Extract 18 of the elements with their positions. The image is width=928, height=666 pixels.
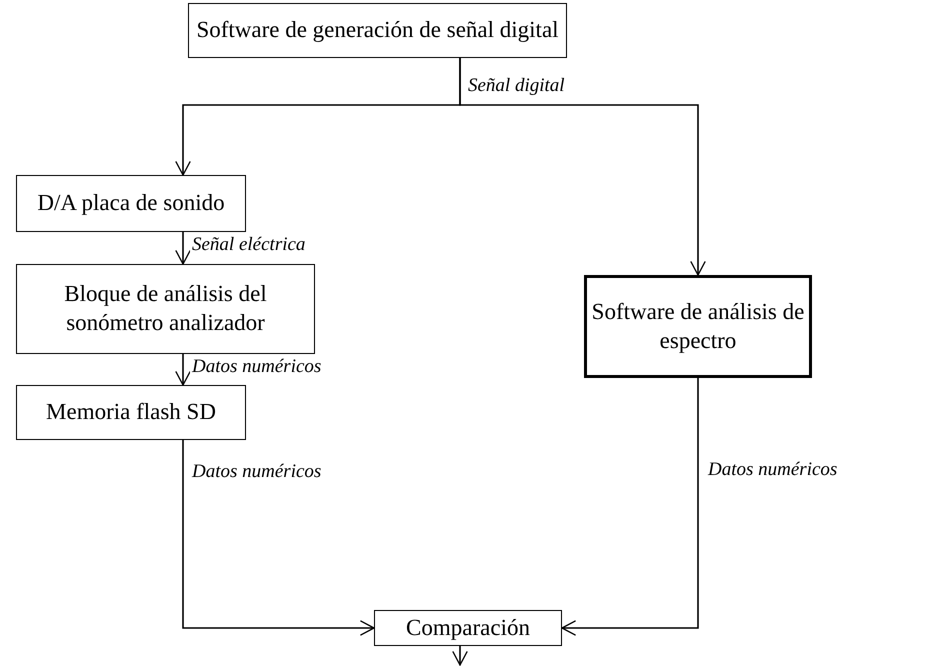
process-box: [16, 264, 315, 354]
arrow: [175, 354, 191, 386]
process-box: [374, 610, 562, 646]
arrow: [175, 232, 191, 265]
arrow: [452, 646, 468, 666]
box-label: Bloque de análisis del sonómetro analizador: [63, 280, 268, 337]
box-label: Memoria flash SD: [46, 398, 216, 426]
process-box: [584, 275, 812, 378]
arrow: [459, 58, 706, 276]
box-label: Comparación: [406, 614, 530, 642]
box-label: Software de análisis de espectro: [591, 298, 805, 355]
arrow: [561, 378, 699, 636]
process-box: [16, 385, 246, 440]
process-box: [16, 175, 246, 232]
box-label: D/A placa de sonido: [37, 189, 225, 218]
box-label: Software de generación de señal digital: [196, 16, 559, 44]
process-box: [188, 3, 567, 58]
arrow: [182, 440, 375, 636]
